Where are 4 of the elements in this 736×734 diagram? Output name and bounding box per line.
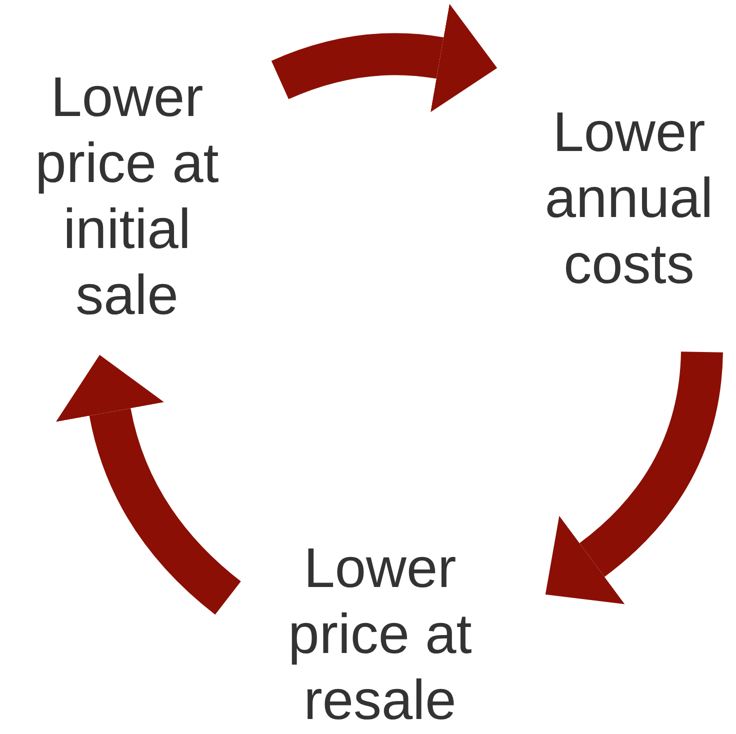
step-label: Lower price at resale: [287, 535, 473, 733]
step-label: Lower price at initial sale: [34, 64, 220, 328]
step-label: Lower annual costs: [544, 99, 714, 297]
curved-arrow: [546, 350, 723, 604]
